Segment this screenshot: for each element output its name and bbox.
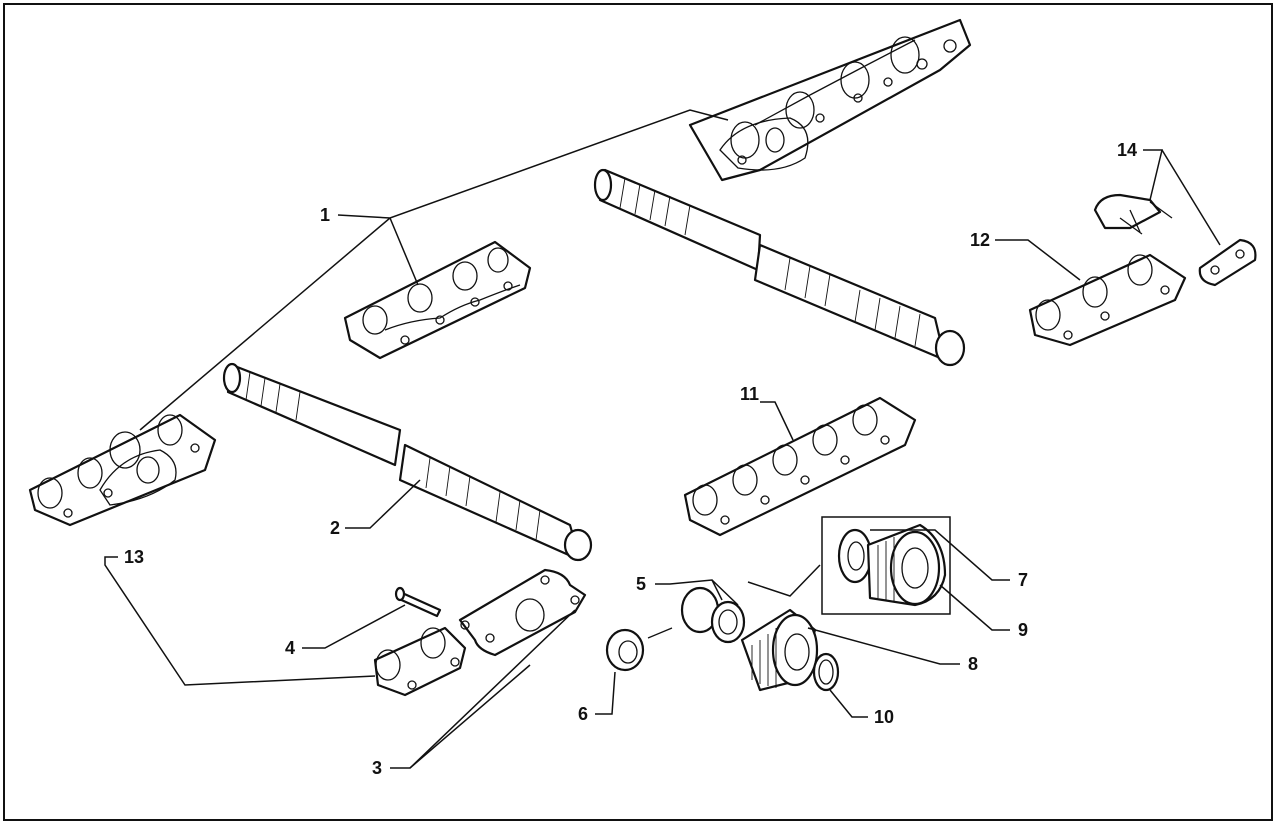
- callout-3: 3: [372, 758, 382, 778]
- detail-inset-box: [821, 516, 951, 615]
- chain-middle-short: [343, 240, 532, 360]
- connecting-link-12: [1028, 253, 1187, 347]
- nut-6: [605, 628, 645, 672]
- callout-13: 13: [124, 547, 144, 567]
- offset-link-3: [458, 568, 587, 657]
- callout-1: 1: [320, 205, 330, 225]
- callout-7: 7: [1018, 570, 1028, 590]
- callout-10: 10: [874, 707, 894, 727]
- chain-top-right: [688, 18, 972, 182]
- callout-9: 9: [1018, 620, 1028, 640]
- snap-ring-10: [812, 652, 840, 692]
- drawing-frame: [3, 3, 1273, 821]
- callout-4: 4: [285, 638, 295, 658]
- callout-11: 11: [740, 384, 759, 404]
- chain-11: [683, 396, 917, 537]
- chain-left-offset: [28, 413, 217, 527]
- sprocket-8: [740, 608, 819, 692]
- seal-7: [837, 528, 873, 584]
- shaft-2: [222, 362, 593, 562]
- bearing-5: [680, 586, 746, 644]
- shaft-upper: [593, 168, 966, 367]
- callout-8: 8: [968, 654, 978, 674]
- leader-lines: [104, 109, 1221, 769]
- link-13: [373, 626, 467, 697]
- assembly-arrow: [647, 627, 673, 639]
- connector-pins-14: [1093, 193, 1257, 287]
- callout-2: 2: [330, 518, 340, 538]
- callout-12: 12: [970, 230, 990, 250]
- callout-14: 14: [1117, 140, 1137, 160]
- callout-6: 6: [578, 704, 588, 724]
- bearing-9: [866, 523, 947, 607]
- callout-5: 5: [636, 574, 646, 594]
- pin-4: [394, 586, 442, 618]
